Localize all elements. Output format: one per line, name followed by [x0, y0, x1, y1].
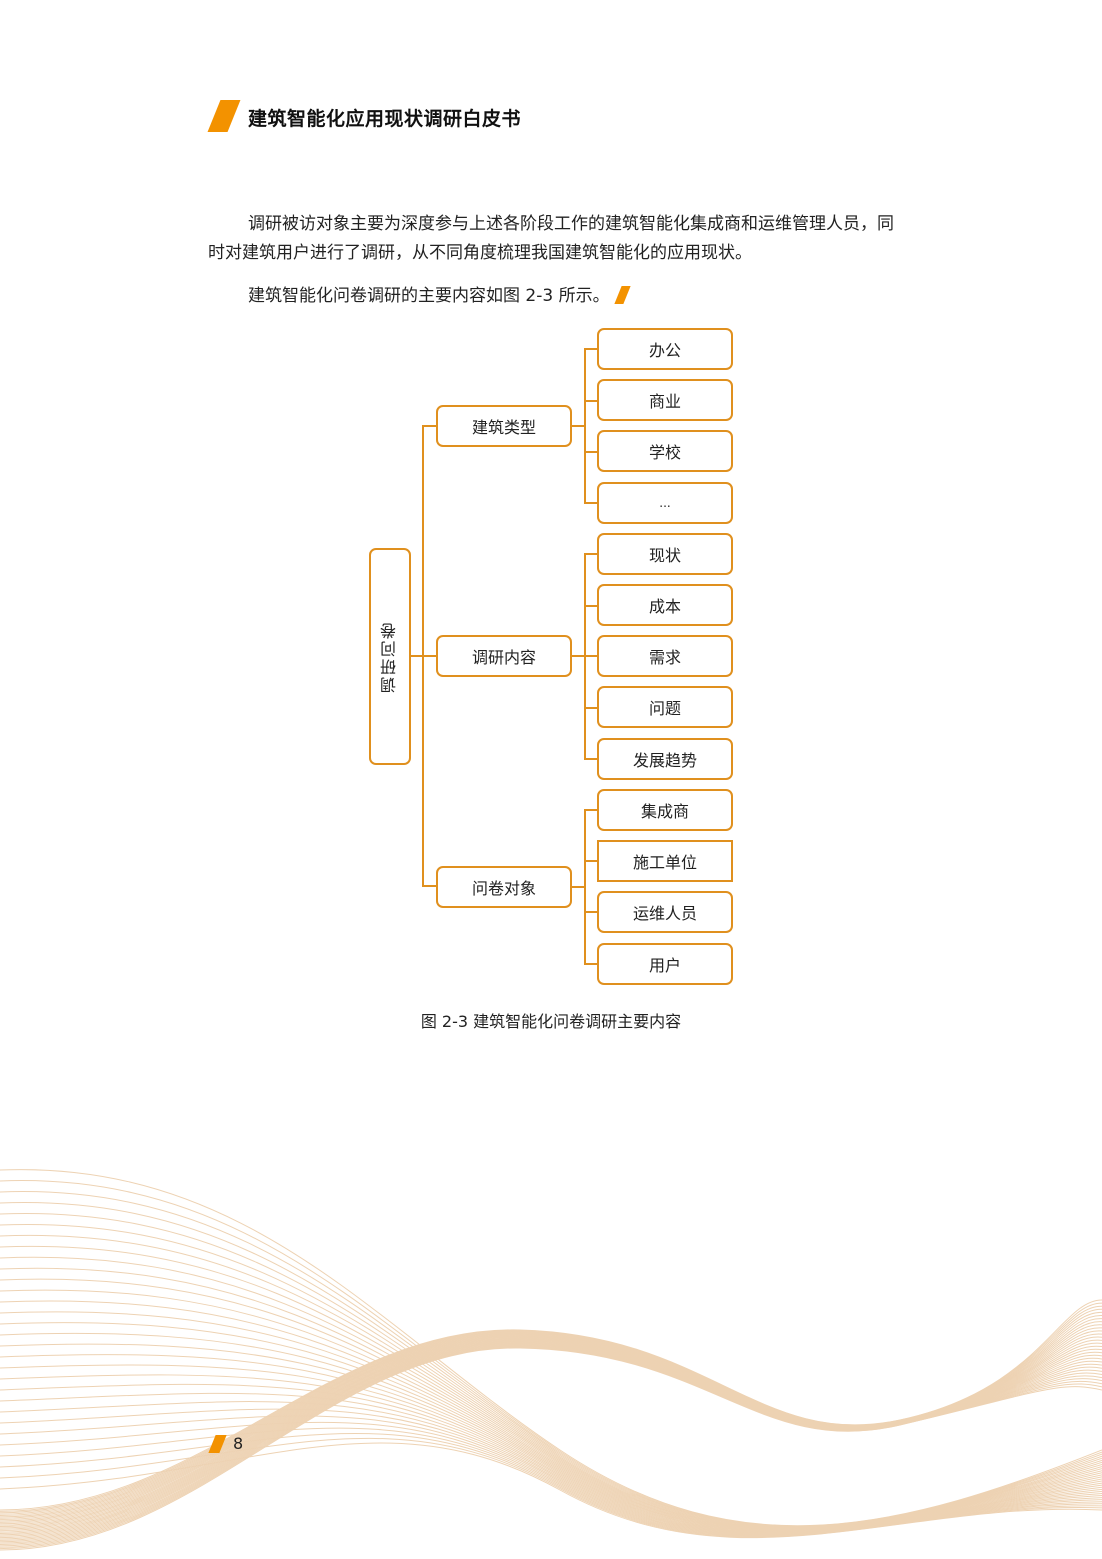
- leaf-node-label: 问题: [648, 699, 681, 718]
- leaf-node: 成本: [597, 584, 733, 626]
- leaf-node: 运维人员: [597, 891, 733, 933]
- leaf-node: ...: [597, 482, 733, 524]
- page-number: 8: [233, 1434, 244, 1453]
- leaf-node: 用户: [597, 943, 733, 985]
- branch-node-survey-content: 调研内容: [436, 635, 572, 677]
- connector-line: [584, 502, 597, 504]
- connector-line: [584, 655, 597, 657]
- connector-line: [584, 348, 597, 350]
- leaf-node: 需求: [597, 635, 733, 677]
- connector-line: [584, 553, 597, 555]
- leaf-node-label: 运维人员: [632, 904, 697, 923]
- connector-line: [584, 451, 597, 453]
- leaf-node: 现状: [597, 533, 733, 575]
- leaf-node-label: ...: [659, 496, 671, 510]
- leaf-node: 发展趋势: [597, 738, 733, 780]
- connector-line: [584, 860, 597, 862]
- connector-line: [584, 911, 597, 913]
- connector-line: [584, 809, 586, 964]
- connector-line: [584, 605, 597, 607]
- connector-line: [584, 758, 597, 760]
- leaf-node: 集成商: [597, 789, 733, 831]
- root-node: 调研问卷: [369, 548, 411, 765]
- figure-caption: 图 2-3 建筑智能化问卷调研主要内容: [420, 1012, 682, 1031]
- document-title: 建筑智能化应用现状调研白皮书: [248, 108, 522, 130]
- connector-line: [572, 886, 585, 888]
- connector-line: [572, 655, 585, 657]
- leaf-node-label: 商业: [648, 392, 681, 411]
- leaf-node-label: 需求: [648, 648, 681, 667]
- leaf-node: 商业: [597, 379, 733, 421]
- leaf-node-label: 集成商: [640, 802, 689, 821]
- connector-line: [422, 885, 436, 887]
- header-accent-slash-icon: [207, 100, 241, 132]
- leaf-node-label: 发展趋势: [632, 751, 697, 770]
- branch-node-label: 调研内容: [471, 648, 536, 667]
- body-paragraph-1: 调研被访对象主要为深度参与上述各阶段工作的建筑智能化集成商和运维管理人员，同时对…: [208, 214, 894, 263]
- connector-line: [584, 348, 586, 503]
- leaf-node: 办公: [597, 328, 733, 370]
- leaf-node-label: 用户: [648, 956, 681, 975]
- branch-node-survey-targets: 问卷对象: [436, 866, 572, 908]
- connector-line: [584, 400, 597, 402]
- connector-line: [572, 425, 585, 427]
- figure-reference-text: 建筑智能化问卷调研的主要内容如图 2-3 所示。: [248, 286, 610, 306]
- leaf-node: 施工单位: [597, 840, 733, 882]
- leaf-node-label: 成本: [648, 597, 681, 616]
- connector-line: [584, 707, 597, 709]
- decorative-wave-lines-icon: [0, 1169, 1102, 1551]
- leaf-node: 学校: [597, 430, 733, 472]
- leaf-node-label: 施工单位: [632, 853, 697, 872]
- leaf-node-label: 学校: [648, 443, 681, 462]
- inline-accent-slash-icon: [613, 286, 631, 304]
- connector-line: [584, 963, 597, 965]
- connector-line: [422, 655, 436, 657]
- leaf-node: 问题: [597, 686, 733, 728]
- branch-node-building-type: 建筑类型: [436, 405, 572, 447]
- connector-line: [422, 425, 436, 427]
- leaf-node-label: 办公: [648, 341, 681, 360]
- branch-node-label: 问卷对象: [471, 879, 536, 898]
- connector-line: [411, 655, 424, 657]
- root-node-label: 调研问卷: [380, 620, 399, 693]
- branch-node-label: 建筑类型: [471, 418, 536, 437]
- body-paragraph-2: 建筑智能化问卷调研的主要内容如图 2-3 所示。: [208, 282, 898, 311]
- connector-line: [584, 809, 597, 811]
- leaf-node-label: 现状: [648, 546, 681, 565]
